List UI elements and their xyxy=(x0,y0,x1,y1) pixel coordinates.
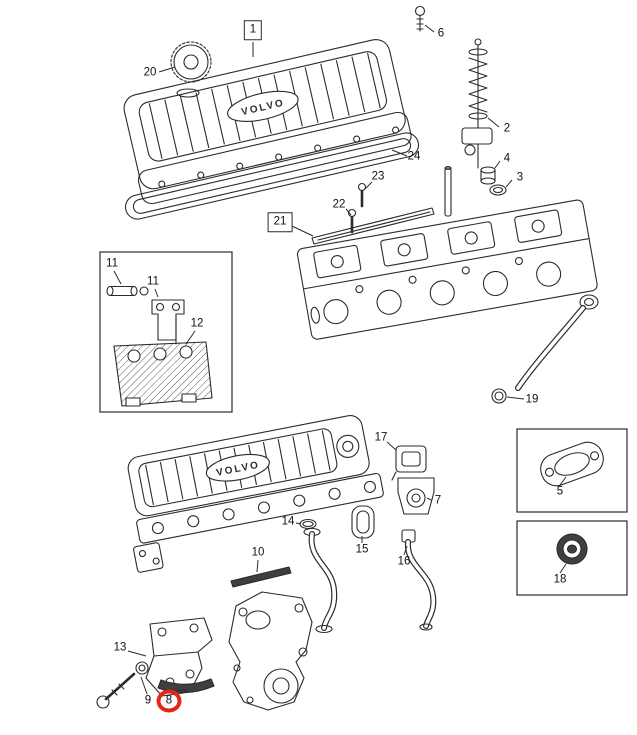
leader-line-11b xyxy=(154,288,159,298)
callout-5[interactable]: 5 xyxy=(556,485,564,498)
timing-cover-plate xyxy=(228,591,313,711)
seal-18-detail xyxy=(556,533,588,565)
callout-3[interactable]: 3 xyxy=(516,171,524,184)
callout-11b[interactable]: 11 xyxy=(147,275,159,288)
seal-ring-14 xyxy=(299,518,317,530)
leader-line-10 xyxy=(256,559,259,573)
leader-line-7 xyxy=(426,497,432,501)
detail-boxes xyxy=(99,251,628,596)
leader-line-20 xyxy=(158,66,176,73)
rocker-parts-detail xyxy=(106,285,213,407)
detail-box-part-5 xyxy=(516,428,628,513)
callout-6[interactable]: 6 xyxy=(437,27,445,40)
callout-11a[interactable]: 11 xyxy=(106,257,118,270)
callout-17[interactable]: 17 xyxy=(374,431,388,444)
leader-line-11a xyxy=(113,270,122,285)
detail-box-part-18 xyxy=(516,520,628,596)
callout-14[interactable]: 14 xyxy=(281,515,295,528)
leader-line-14 xyxy=(295,522,302,525)
leader-line-22 xyxy=(345,208,352,216)
bushing-4 xyxy=(480,166,496,185)
leader-line-6 xyxy=(424,24,435,33)
callout-10[interactable]: 10 xyxy=(251,546,265,559)
cylinder-head xyxy=(296,199,598,340)
valve-spring-assembly xyxy=(461,38,493,169)
oil-dipstick-tube xyxy=(491,294,599,404)
valve-guide xyxy=(444,165,452,217)
leader-line-9 xyxy=(140,676,148,695)
bolt-6 xyxy=(414,5,426,32)
housing-17 xyxy=(391,445,427,481)
callout-18[interactable]: 18 xyxy=(553,573,567,586)
leader-line-13 xyxy=(127,650,147,657)
coolant-hose-14 xyxy=(303,527,338,634)
gasket-5-detail xyxy=(540,441,604,487)
callout-12[interactable]: 12 xyxy=(190,317,204,330)
bolt-23 xyxy=(357,182,367,208)
callout-24[interactable]: 24 xyxy=(407,150,421,163)
callout-19[interactable]: 19 xyxy=(525,393,539,406)
oil-filler-cap xyxy=(170,41,212,98)
callout-23[interactable]: 23 xyxy=(371,170,385,183)
bolt-9 xyxy=(96,661,149,709)
leader-line-19 xyxy=(506,396,525,400)
leader-line-18 xyxy=(559,563,567,574)
leader-line-21 xyxy=(291,225,314,237)
callout-21[interactable]: 21 xyxy=(267,212,293,232)
valve-cover-gasket xyxy=(124,132,420,220)
callout-20[interactable]: 20 xyxy=(143,66,157,79)
leader-line-3 xyxy=(505,179,513,188)
callout-8[interactable]: 8 xyxy=(156,689,182,713)
bolt-22 xyxy=(347,208,357,234)
leader-line-5 xyxy=(559,476,567,486)
callout-4[interactable]: 4 xyxy=(503,152,511,165)
strip-10 xyxy=(230,566,292,588)
callout-7[interactable]: 7 xyxy=(434,494,442,507)
leader-line-24 xyxy=(391,149,408,157)
thermostat-housing-7 xyxy=(397,477,435,515)
seal-ring-3 xyxy=(489,184,507,196)
callout-1[interactable]: 1 xyxy=(243,20,263,40)
leader-line-12 xyxy=(185,330,196,345)
rail-21 xyxy=(311,207,435,245)
leader-line-2 xyxy=(487,117,500,128)
leader-line-23 xyxy=(364,181,373,190)
callout-2[interactable]: 2 xyxy=(503,122,511,135)
callout-13[interactable]: 13 xyxy=(113,641,127,654)
fitting-16-hose xyxy=(401,529,437,631)
callout-9[interactable]: 9 xyxy=(144,694,152,707)
leader-line-16 xyxy=(403,545,408,556)
leader-lines xyxy=(113,24,567,695)
gasket-15 xyxy=(351,505,375,539)
leader-line-17 xyxy=(386,441,397,451)
leader-line-8 xyxy=(175,689,189,692)
callout-15[interactable]: 15 xyxy=(355,543,369,556)
callout-16[interactable]: 16 xyxy=(397,555,411,568)
valve-cover: VOLVO xyxy=(123,39,412,205)
intake-manifold: VOLVO xyxy=(127,415,384,573)
callout-22[interactable]: 22 xyxy=(332,198,346,211)
leader-line-4 xyxy=(494,160,501,169)
detail-box-rocker-parts xyxy=(99,251,233,413)
